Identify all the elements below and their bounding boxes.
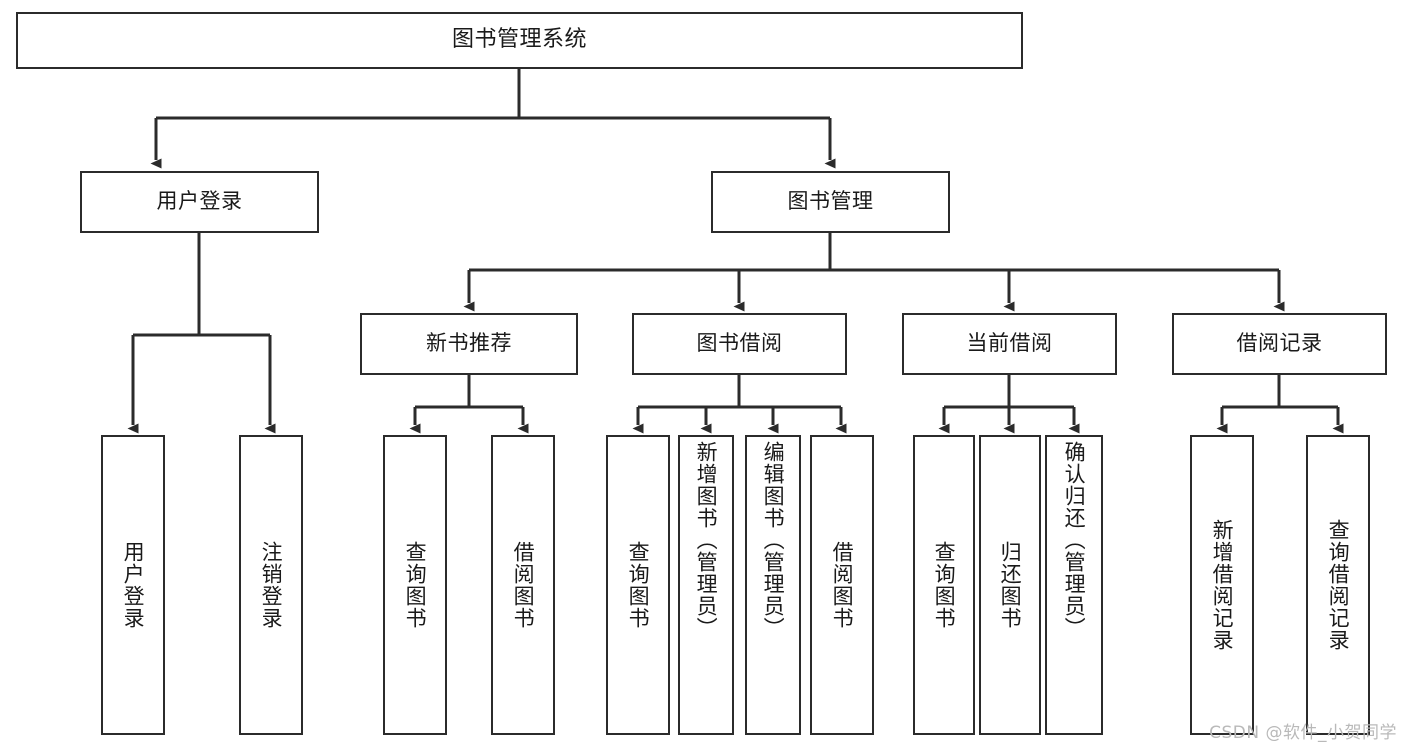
node-new-book-recommend-label: 新书推荐 [426,331,512,356]
node-leaf-borrow-book-label: 借阅图书 [830,541,855,629]
node-root-system[interactable]: 图书管理系统 [16,12,1023,69]
node-user-login-label: 用户登录 [156,189,243,214]
node-leaf-user-login[interactable]: 用户登录 [101,435,165,735]
node-leaf-logout[interactable]: 注销登录 [239,435,303,735]
node-leaf-return-book[interactable]: 归还图书 [979,435,1041,735]
node-book-manage-label: 图书管理 [787,189,874,214]
node-root-label: 图书管理系统 [451,27,587,53]
node-book-borrow-label: 图书借阅 [696,331,783,356]
node-leaf-query-book-current-label: 查询图书 [932,541,957,629]
csdn-watermark: CSDN @软件_小贺同学 [1209,723,1397,743]
node-borrow-record-label: 借阅记录 [1236,331,1323,356]
node-leaf-add-book-label: 新增图书（管理员） [694,441,719,639]
node-leaf-borrow-book-recommend[interactable]: 借阅图书 [491,435,555,735]
node-leaf-borrow-book[interactable]: 借阅图书 [810,435,874,735]
node-leaf-query-book-current[interactable]: 查询图书 [913,435,975,735]
node-new-book-recommend[interactable]: 新书推荐 [360,313,578,375]
node-leaf-logout-label: 注销登录 [259,541,284,629]
node-current-borrow[interactable]: 当前借阅 [902,313,1117,375]
node-leaf-query-borrow-record-label: 查询借阅记录 [1326,519,1351,651]
node-leaf-edit-book[interactable]: 编辑图书（管理员） [745,435,801,735]
node-user-login[interactable]: 用户登录 [80,171,319,233]
node-leaf-confirm-return[interactable]: 确认归还（管理员） [1045,435,1103,735]
node-leaf-query-book-borrow-label: 查询图书 [626,541,651,629]
node-current-borrow-label: 当前借阅 [966,331,1053,356]
node-leaf-query-borrow-record[interactable]: 查询借阅记录 [1306,435,1370,735]
node-leaf-confirm-return-label: 确认归还（管理员） [1062,441,1087,639]
node-leaf-add-book[interactable]: 新增图书（管理员） [678,435,734,735]
node-leaf-query-book-recommend[interactable]: 查询图书 [383,435,447,735]
node-leaf-add-borrow-record[interactable]: 新增借阅记录 [1190,435,1254,735]
node-leaf-edit-book-label: 编辑图书（管理员） [761,441,786,639]
node-leaf-user-login-label: 用户登录 [121,541,146,629]
node-leaf-query-book-borrow[interactable]: 查询图书 [606,435,670,735]
node-leaf-query-book-recommend-label: 查询图书 [403,541,428,629]
node-borrow-record[interactable]: 借阅记录 [1172,313,1387,375]
node-leaf-return-book-label: 归还图书 [998,541,1023,629]
node-leaf-borrow-book-recommend-label: 借阅图书 [511,541,536,629]
node-book-manage[interactable]: 图书管理 [711,171,950,233]
node-leaf-add-borrow-record-label: 新增借阅记录 [1210,519,1235,651]
node-book-borrow[interactable]: 图书借阅 [632,313,847,375]
